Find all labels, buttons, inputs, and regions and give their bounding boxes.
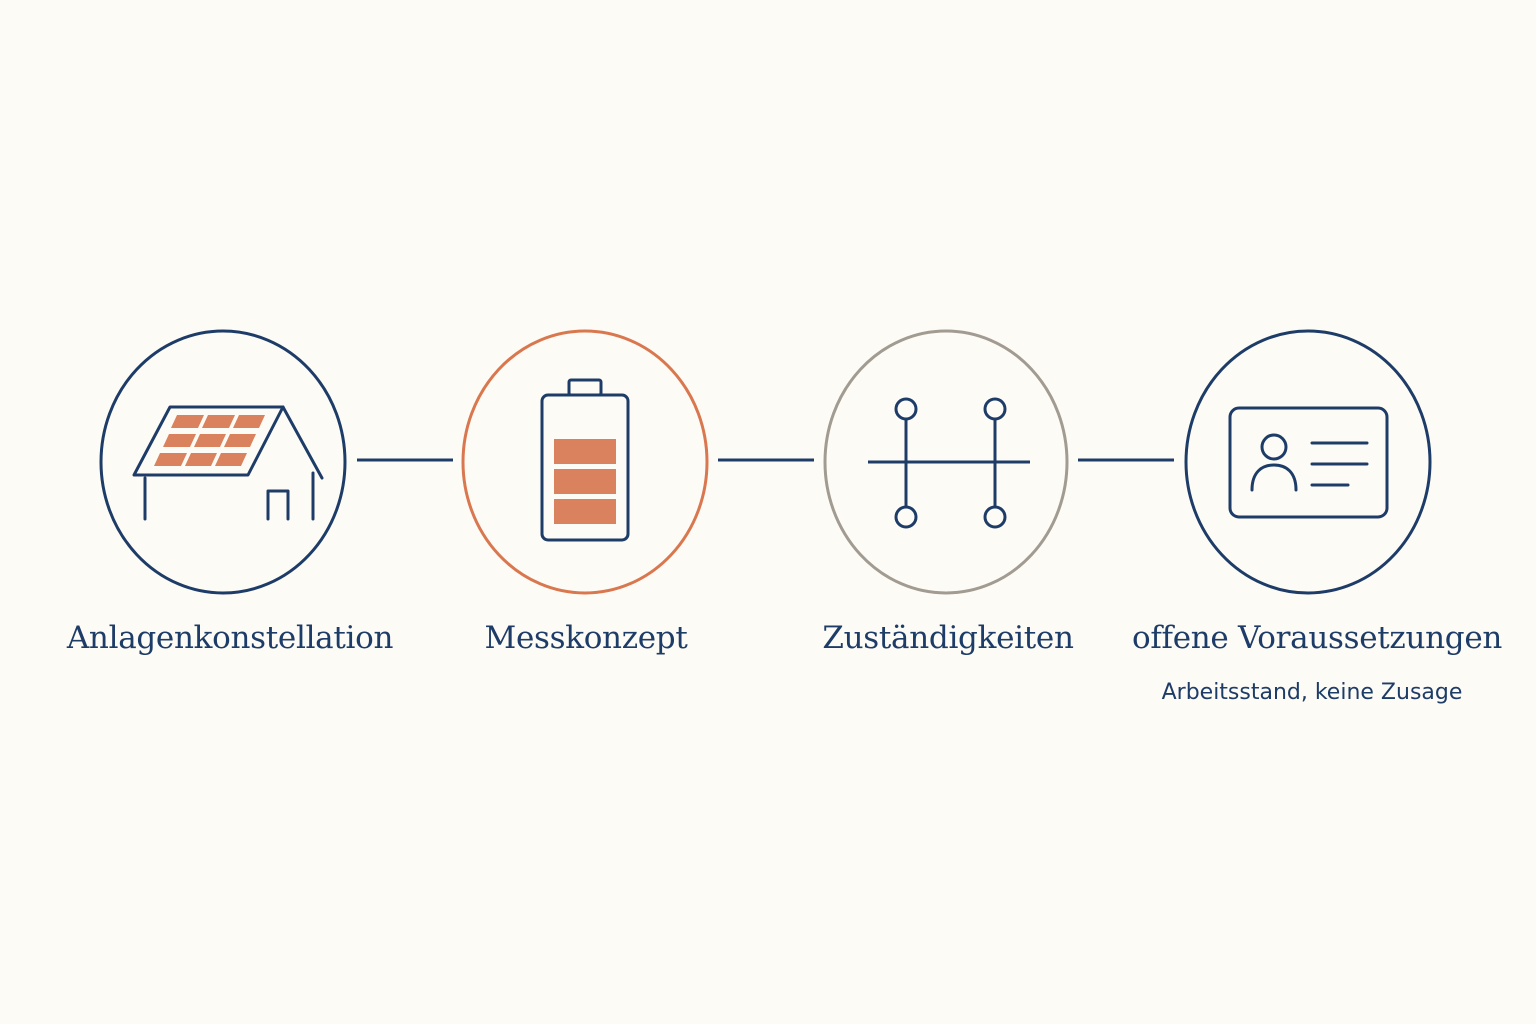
battery-icon [540, 378, 630, 542]
step-label-zustaendigkeiten: Zuständigkeiten [822, 620, 1074, 656]
step-messkonzept [461, 329, 709, 595]
step-circle-1 [99, 329, 347, 595]
solar-house-icon [132, 405, 324, 521]
step-anlagenkonstellation [99, 329, 347, 595]
id-card-icon [1228, 406, 1389, 519]
step-circle-3 [823, 329, 1069, 595]
step-circle-2 [461, 329, 709, 595]
step-label-anlagenkonstellation: Anlagenkonstellation [66, 620, 394, 656]
step-offene-voraussetzungen [1184, 329, 1432, 595]
step-circle-4 [1184, 329, 1432, 595]
step-label-messkonzept: Messkonzept [484, 620, 688, 656]
connection-network-icon [868, 397, 1030, 529]
step-label-offene-voraussetzungen: offene Voraussetzungen [1132, 620, 1503, 656]
step-zustaendigkeiten [823, 329, 1069, 595]
status-note: Arbeitsstand, keine Zusage [1161, 680, 1463, 705]
